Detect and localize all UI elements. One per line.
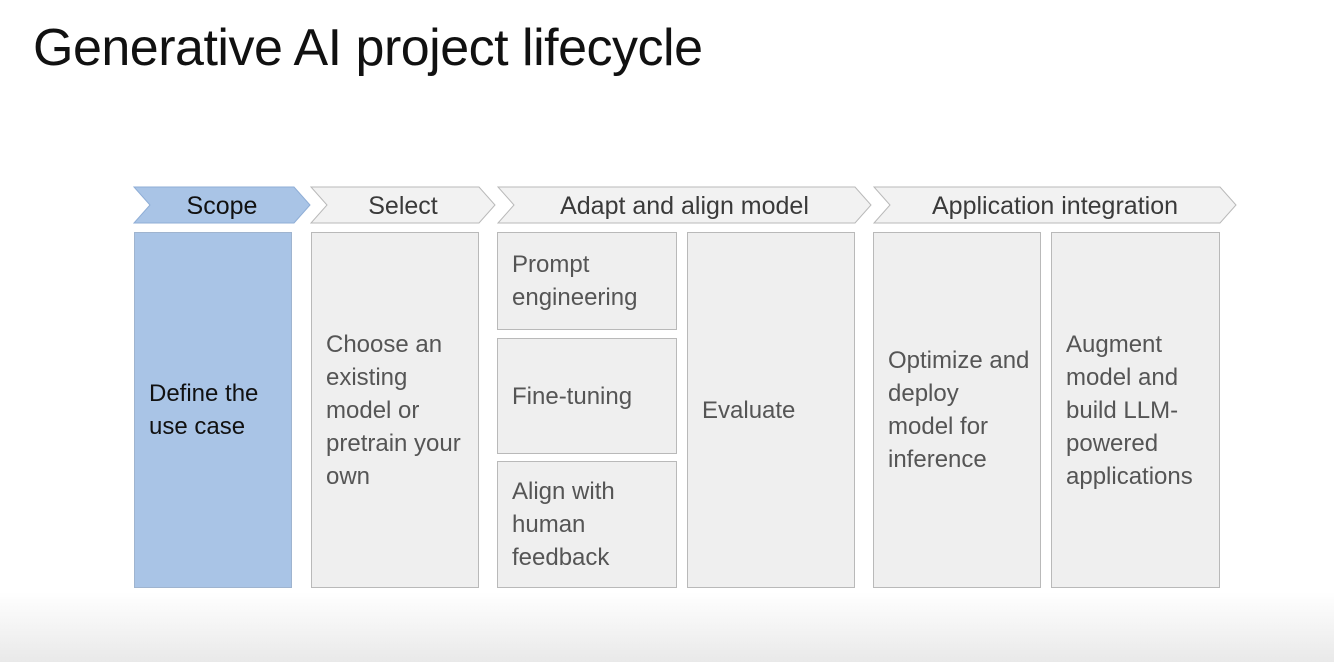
- augment-model-box: Augment model and build LLM-powered appl…: [1051, 232, 1220, 588]
- define-use-case-text: Define the use case: [149, 380, 259, 440]
- choose-model-text: Choose an existing model or pretrain you…: [326, 330, 461, 490]
- evaluate-box: Evaluate: [687, 232, 855, 588]
- bottom-gradient: [0, 592, 1334, 662]
- page-title: Generative AI project lifecycle: [33, 19, 703, 77]
- adapt-arrow-shape: [496, 186, 872, 224]
- prompt-engineering-box: Prompt engineering: [497, 232, 677, 330]
- evaluate-text: Evaluate: [702, 396, 796, 424]
- stage-label-scope: Scope: [186, 192, 258, 220]
- optimize-deploy-box: Optimize and deploy model for inference: [873, 232, 1041, 588]
- align-feedback-text: Align with human feedback: [512, 478, 615, 571]
- application-arrow-shape: [872, 186, 1237, 224]
- define-use-case-box: Define the use case: [134, 232, 292, 588]
- augment-model-text: Augment model and build LLM-powered appl…: [1066, 330, 1193, 490]
- fine-tuning-box: Fine-tuning: [497, 338, 677, 454]
- fine-tuning-text: Fine-tuning: [512, 382, 633, 410]
- stage-label-application: Application integration: [932, 192, 1178, 220]
- select-arrow-shape: [309, 186, 496, 224]
- stage-label-select: Select: [368, 192, 438, 220]
- optimize-deploy-text: Optimize and deploy model for inference: [888, 347, 1030, 473]
- align-feedback-box: Align with human feedback: [497, 461, 677, 588]
- stage-label-adapt: Adapt and align model: [560, 192, 809, 220]
- stage-arrows: [132, 186, 1237, 224]
- scope-arrow-shape: [132, 186, 311, 224]
- choose-model-box: Choose an existing model or pretrain you…: [311, 232, 479, 588]
- prompt-engineering-text: Prompt engineering: [512, 251, 638, 311]
